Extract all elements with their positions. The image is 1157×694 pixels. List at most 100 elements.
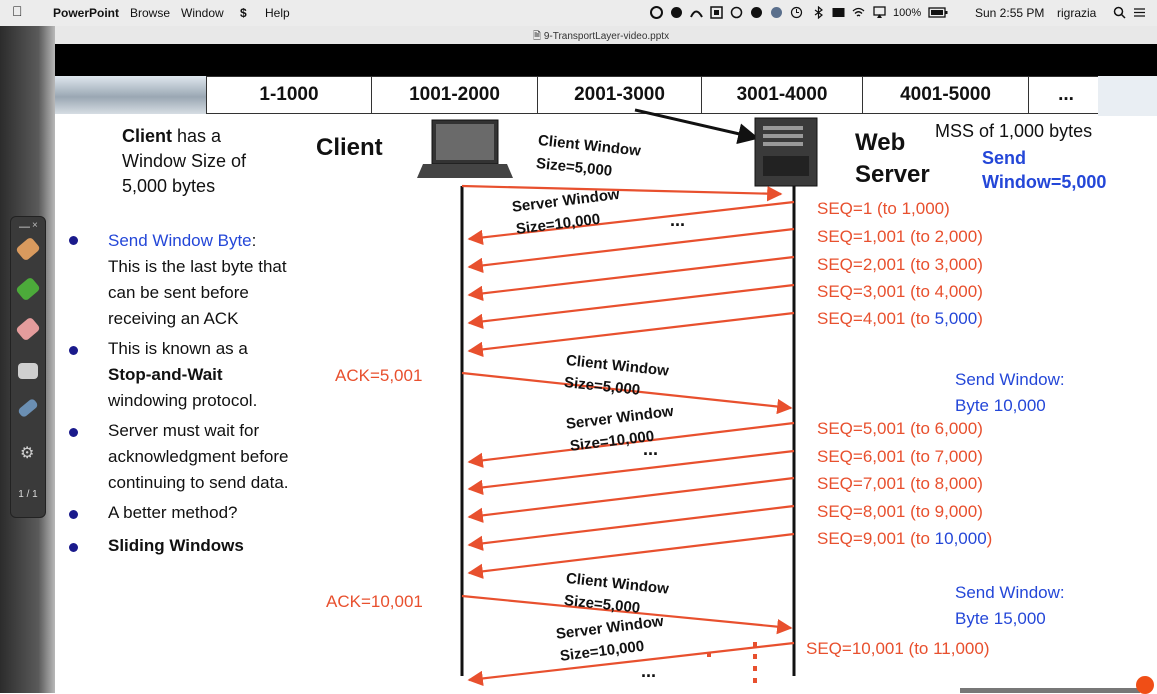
whiteboard-tool-icon[interactable]	[18, 363, 38, 379]
wave-icon[interactable]	[690, 6, 703, 19]
airplay-icon[interactable]	[873, 6, 886, 19]
bullet	[69, 510, 78, 519]
bullet-5: Sliding Windows	[108, 536, 244, 555]
bullet-1-line2: This is the last byte that	[108, 257, 287, 276]
toolbar-collapse-icon[interactable]: —	[19, 221, 30, 233]
user-name[interactable]: rigrazia	[1057, 6, 1097, 20]
ellipsis-mark: ...	[643, 439, 659, 459]
window-title-bar: 🗎 9-TransportLayer-video.pptx	[55, 26, 1157, 44]
presenter-side-panel: — × ⚙ 1 / 1	[0, 26, 55, 693]
pointer-arrow	[634, 108, 760, 145]
highlighter-tool-icon[interactable]	[15, 276, 41, 302]
seq-label: SEQ=2,001 (to 3,000)	[817, 255, 983, 274]
video-progress-bar[interactable]	[960, 688, 1140, 693]
toolbar-close-icon[interactable]: ×	[32, 220, 38, 231]
presenter-band	[55, 44, 1157, 76]
send-window-label: Send	[982, 148, 1027, 168]
window-icon[interactable]	[710, 6, 723, 19]
menu-item-browse[interactable]: Browse	[130, 6, 171, 20]
script-menu-icon[interactable]: $	[240, 6, 247, 20]
pen-tool-icon[interactable]	[15, 236, 41, 262]
apple-icon[interactable]: 	[12, 3, 23, 19]
bullet	[69, 236, 78, 245]
document-title: 🗎 9-TransportLayer-video.pptx	[533, 31, 670, 42]
clock[interactable]: Sun 2:55 PM	[975, 6, 1045, 20]
bullet-4: A better method?	[108, 503, 238, 522]
wifi-icon[interactable]	[852, 6, 865, 19]
seq-label: SEQ=10,001 (to 11,000)	[806, 639, 990, 658]
byte-range-cell: ...	[1058, 84, 1074, 105]
notification-center-icon[interactable]	[1133, 6, 1146, 19]
battery-percent: 100%	[893, 7, 922, 19]
bullet-1-line3: can be sent before	[108, 283, 249, 302]
dotted-marks	[707, 642, 757, 683]
time-machine-icon[interactable]	[790, 6, 803, 19]
clock-icon[interactable]	[730, 6, 743, 19]
bullet-3-line3: continuing to send data.	[108, 473, 289, 492]
client-label: Client	[316, 134, 383, 161]
annotation-toolbar: — × ⚙ 1 / 1	[10, 216, 46, 518]
client-note-line1: Client has a	[122, 126, 222, 146]
seq-label: SEQ=8,001 (to 9,000)	[817, 502, 983, 521]
menu-app-name[interactable]: PowerPoint	[53, 6, 120, 20]
ellipsis-mark: ...	[641, 661, 657, 681]
bullet-1-title: Send Window Byte:	[108, 231, 257, 250]
bullet	[69, 346, 78, 355]
bullet-2-line1: This is known as a	[108, 339, 248, 358]
shield-icon[interactable]	[750, 6, 763, 19]
diagram-canvas	[417, 108, 818, 687]
seq-label: SEQ=3,001 (to 4,000)	[817, 282, 983, 301]
seq-label: SEQ=9,001 (to 10,000)	[817, 529, 993, 548]
bullet-2-line2: Stop-and-Wait	[108, 365, 223, 384]
client-note-line3: 5,000 bytes	[122, 176, 216, 196]
seq-label: SEQ=4,001 (to 5,000)	[817, 309, 983, 328]
page-counter: 1 / 1	[18, 489, 38, 500]
dot-icon[interactable]	[670, 6, 683, 19]
byte-range-bar: 1-1000 1001-2000 2001-3000 3001-4000 400…	[206, 76, 1104, 114]
send-window-byte: Byte 10,000	[955, 396, 1046, 415]
bullet	[69, 428, 78, 437]
byte-range-cell: 1001-2000	[372, 77, 538, 113]
server-icon	[754, 117, 818, 187]
byte-range-cell: 1-1000	[207, 77, 372, 113]
client-note-line2: Window Size of	[122, 151, 247, 171]
server-label-web: Web	[855, 129, 906, 156]
record-indicator-icon[interactable]	[1136, 676, 1154, 694]
send-window-label: Send Window:	[955, 583, 1065, 602]
seq-label: SEQ=7,001 (to 8,000)	[817, 474, 983, 493]
header-decor	[1098, 76, 1157, 116]
bullet-3-line1: Server must wait for	[108, 421, 260, 440]
laser-pointer-icon[interactable]	[17, 397, 39, 419]
battery-icon[interactable]	[928, 6, 948, 19]
search-icon[interactable]	[1113, 6, 1126, 19]
bluetooth-icon[interactable]	[812, 6, 825, 19]
ack-label: ACK=10,001	[326, 592, 423, 611]
settings-gear-icon[interactable]: ⚙	[20, 445, 35, 462]
server-label-server: Server	[855, 161, 930, 188]
display-icon[interactable]	[832, 6, 845, 19]
send-window-label: Send Window:	[955, 370, 1065, 389]
bullet-3-line2: acknowledgment before	[108, 447, 289, 466]
laptop-icon	[417, 119, 513, 178]
seq-label: SEQ=5,001 (to 6,000)	[817, 419, 983, 438]
header-photo	[55, 76, 207, 114]
byte-range-cell: 2001-3000	[538, 77, 702, 113]
eraser-tool-icon[interactable]	[15, 316, 41, 342]
ack-label: ACK=5,001	[335, 366, 423, 385]
record-icon[interactable]	[650, 6, 663, 19]
message-arrows	[461, 184, 795, 687]
globe-icon[interactable]	[770, 6, 783, 19]
menu-item-help[interactable]: Help	[265, 6, 290, 20]
bullet-1-line4: receiving an ACK	[108, 309, 239, 328]
seq-label: SEQ=1 (to 1,000)	[817, 199, 950, 218]
seq-label: SEQ=1,001 (to 2,000)	[817, 227, 983, 246]
bullet-2-line3: windowing protocol.	[108, 391, 258, 410]
send-window-byte: Byte 15,000	[955, 609, 1046, 628]
seq-label: SEQ=6,001 (to 7,000)	[817, 447, 983, 466]
bullet	[69, 543, 78, 552]
menu-bar:  PowerPoint Browse Window $ Help 100% S…	[0, 0, 1157, 27]
byte-range-cell: 4001-5000	[863, 77, 1029, 113]
ellipsis-mark: ...	[670, 210, 686, 230]
byte-range-cell: 3001-4000	[702, 77, 863, 113]
menu-item-window[interactable]: Window	[181, 6, 224, 20]
